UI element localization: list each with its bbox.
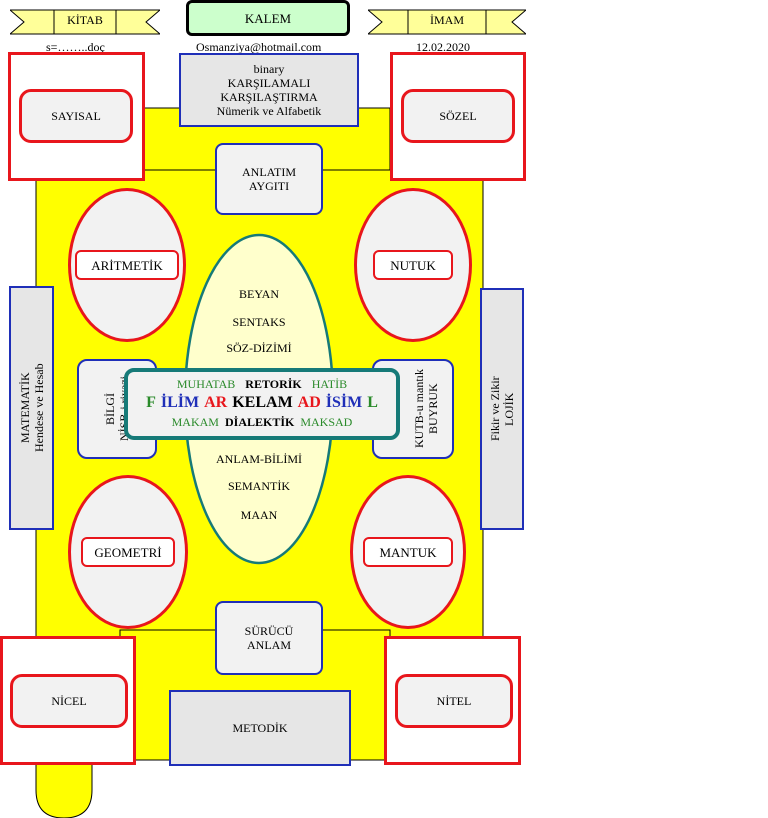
maan-text: MAAN [240, 508, 278, 522]
sozel-box: SÖZEL [401, 89, 515, 143]
sayisal-box: SAYISAL [19, 89, 133, 143]
anlatim-line2: AYGITI [248, 179, 290, 193]
kelam-text: KELAM [232, 394, 293, 411]
retorik-text: RETORİK [245, 377, 302, 391]
anlam-bilimi-text: ANLAM-BİLİMİ [216, 452, 302, 466]
nutuk-label-box: NUTUK [373, 250, 453, 280]
ar-text: AR [204, 394, 228, 411]
corner-top-left: SAYISAL [8, 52, 145, 181]
binary-line2: KARŞILAMALI [227, 76, 311, 90]
surucu-box: SÜRÜCÜ ANLAM [215, 601, 323, 675]
f-text: F [146, 394, 156, 411]
aritmetik-label-box: ARİTMETİK [75, 250, 179, 280]
binary-line4: Nümerik ve Alfabetik [216, 104, 322, 118]
metodik-box: METODİK [169, 690, 351, 766]
corner-bottom-left: NİCEL [0, 636, 136, 765]
mantuk-label-box: MANTUK [363, 537, 453, 567]
geometri-label-box: GEOMETRİ [81, 537, 175, 567]
kutb-line2: BUYRUK [426, 383, 440, 435]
kalem-box: KALEM [186, 0, 350, 36]
kitab-ribbon [10, 9, 160, 35]
imam-ribbon [368, 9, 526, 35]
geometri-label: GEOMETRİ [94, 544, 162, 560]
matematik-text: MATEMATİK Hendese ve Hesab [18, 288, 46, 528]
nutuk-label: NUTUK [390, 257, 436, 273]
kalem-label: KALEM [244, 10, 292, 26]
surucu-line1: SÜRÜCÜ [244, 624, 294, 638]
email-text: Osmanziya@hotmail.com [196, 40, 322, 54]
corner-bottom-right: NİTEL [384, 636, 521, 765]
matematik-line2: Hendese ve Hesab [31, 363, 46, 453]
makam-text: MAKAM [171, 415, 219, 429]
left-note: s=……..doç [46, 40, 105, 54]
maksad-text: MAKSAD [300, 415, 353, 429]
muhatab-text: MUHATAB [176, 377, 236, 391]
binary-line3: KARŞILAŞTIRMA [220, 90, 318, 104]
binary-line1: binary [253, 62, 285, 76]
core-box: MUHATAB RETORİK HATİB F İLİM AR KELAM AD… [124, 368, 400, 440]
corner-top-right: SÖZEL [390, 52, 526, 181]
lojik-line2: LOJİK [502, 392, 516, 426]
nitel-label: NİTEL [436, 694, 472, 708]
lojik-line1: Fikir ve Zikir [488, 376, 502, 442]
mantuk-label: MANTUK [379, 544, 437, 560]
dialektik-text: DİALEKTİK [224, 415, 295, 429]
matematik-box: MATEMATİK Hendese ve Hesab [9, 286, 54, 530]
beyan-text: BEYAN [238, 287, 279, 301]
sozel-label: SÖZEL [439, 109, 477, 123]
isim-text: İSİM [325, 394, 363, 411]
matematik-line1: MATEMATİK [17, 372, 32, 444]
lojik-text: Fikir ve Zikir LOJİK [488, 290, 516, 528]
aritmetik-label: ARİTMETİK [91, 257, 163, 273]
ilim-text: İLİM [160, 394, 200, 411]
lojik-box: Fikir ve Zikir LOJİK [480, 288, 524, 530]
kutb-text: KUTB-u mantık BUYRUK [412, 361, 440, 457]
hatib-text: HATİB [311, 377, 348, 391]
semantik-text: SEMANTİK [228, 479, 290, 493]
geometri-ellipse: GEOMETRİ [68, 475, 188, 629]
core-row3: MAKAM DİALEKTİK MAKSAD [128, 414, 396, 430]
kutb-line1: KUTB-u mantık [412, 369, 426, 449]
metodik-label: METODİK [232, 721, 288, 735]
binary-box: binary KARŞILAMALI KARŞILAŞTIRMA Nümerik… [179, 53, 359, 127]
bilgi-line1: BİLGİ [103, 393, 117, 425]
surucu-line2: ANLAM [247, 638, 291, 652]
mantuk-ellipse: MANTUK [350, 475, 466, 629]
nicel-box: NİCEL [10, 674, 128, 728]
core-row1: MUHATAB RETORİK HATİB [128, 376, 396, 392]
sayisal-label: SAYISAL [51, 109, 101, 123]
kitab-label: KİTAB [67, 13, 103, 27]
imam-label: İMAM [429, 13, 464, 27]
l-text: L [367, 394, 378, 411]
ad-text: AD [297, 394, 321, 411]
anlatim-line1: ANLATIM [242, 165, 296, 179]
nitel-box: NİTEL [395, 674, 513, 728]
core-row2: F İLİM AR KELAM AD İSİM L [128, 392, 396, 414]
sentaks-text: SENTAKS [232, 315, 286, 329]
soz-dizimi-text: SÖZ-DİZİMİ [226, 341, 292, 355]
aritmetik-ellipse: ARİTMETİK [68, 188, 186, 342]
date-text: 12.02.2020 [416, 40, 470, 54]
nicel-label: NİCEL [51, 694, 87, 708]
anlatim-box: ANLATIM AYGITI [215, 143, 323, 215]
nutuk-ellipse: NUTUK [354, 188, 472, 342]
